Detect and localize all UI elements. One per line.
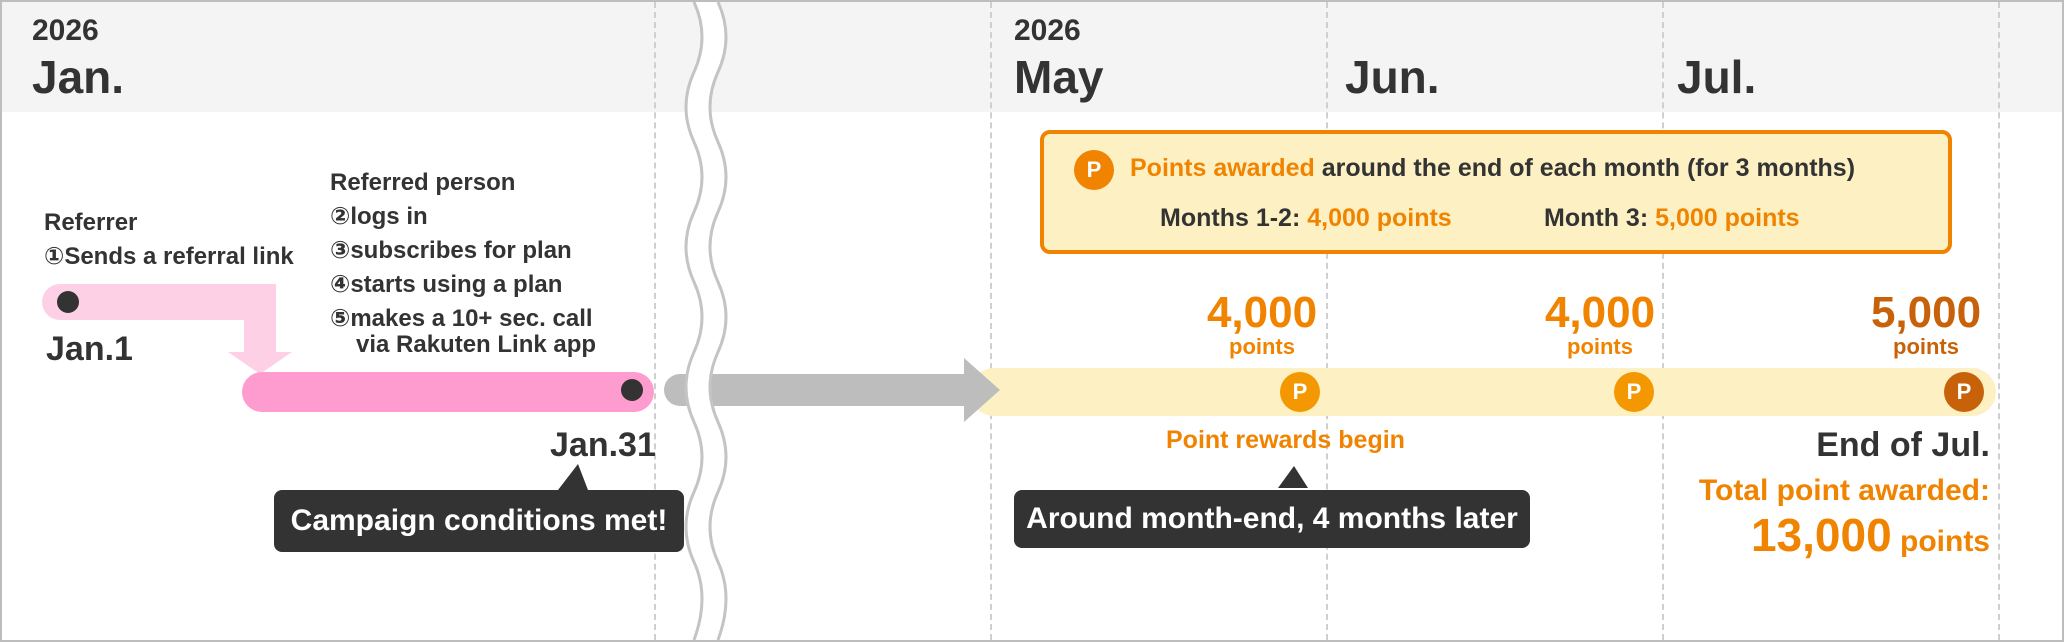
month-3-info: Month 3: 5,000 points <box>1544 204 1800 233</box>
points-info-box: P Points awarded around the end of each … <box>1040 130 1952 254</box>
divider-line <box>1998 2 2000 640</box>
reward-unit: points <box>1567 334 1633 359</box>
points-icon: P <box>1944 372 1984 412</box>
points-icon: P <box>1280 372 1320 412</box>
header-band <box>2 2 2062 112</box>
total-points-label: Total point awarded: <box>1698 474 1990 507</box>
months-12-value: 4,000 points <box>1307 204 1452 232</box>
campaign-period-bar <box>242 372 654 412</box>
total-points-unit: points <box>1891 525 1990 558</box>
gray-arrow <box>664 358 1000 422</box>
end-of-jul-label: End of Jul. <box>1816 426 1990 464</box>
timeline-break <box>686 2 726 640</box>
start-date-label: Jan.1 <box>46 330 133 368</box>
point-rewards-begin-label: Point rewards begin <box>1166 426 1405 454</box>
divider-line <box>654 2 656 640</box>
end-dot <box>621 379 643 401</box>
divider-line <box>1662 2 1664 640</box>
points-icon: P <box>1074 150 1114 190</box>
referrer-title: Referrer <box>44 209 138 236</box>
total-points-number: 13,000 <box>1750 509 1892 561</box>
month-label-jul: Jul. <box>1677 51 1757 103</box>
month-end-callout: Around month-end, 4 months later <box>1014 490 1530 548</box>
conditions-met-callout: Campaign conditions met! <box>274 490 684 552</box>
break-line-right <box>708 2 728 640</box>
month-label-may: May <box>1014 51 1104 103</box>
month-3-value: 5,000 points <box>1655 204 1800 232</box>
reward-unit: points <box>1229 334 1295 359</box>
reward-amount: 5,000 <box>1870 288 1982 337</box>
end-date-label: Jan.31 <box>550 426 656 464</box>
referred-step: ⑤makes a 10+ sec. call <box>330 305 593 332</box>
start-dot <box>57 291 79 313</box>
divider-line <box>1326 2 1328 640</box>
months-12-label: Months 1-2: <box>1160 204 1308 232</box>
referred-step: ④starts using a plan <box>330 271 563 298</box>
reward-unit: points <box>1893 334 1959 359</box>
divider-line <box>990 2 992 640</box>
referral-arrow <box>42 284 292 374</box>
info-highlight: Points awarded <box>1130 154 1315 182</box>
reward-amount: 4,000 <box>1544 288 1656 337</box>
referrer-step: ①Sends a referral link <box>44 243 294 270</box>
callout-tip <box>558 464 588 490</box>
month-3-label: Month 3: <box>1544 204 1656 232</box>
reward-amount: 4,000 <box>1206 288 1318 337</box>
year-label-left: 2026 <box>32 14 99 47</box>
break-line-left <box>684 2 704 640</box>
referred-title: Referred person <box>330 169 516 196</box>
info-headline-rest: around the end of each month (for 3 mont… <box>1314 154 1856 182</box>
points-icon: P <box>1614 372 1654 412</box>
info-headline: Points awarded around the end of each mo… <box>1130 154 1855 183</box>
referred-step-cont: via Rakuten Link app <box>356 331 597 358</box>
months-12-info: Months 1-2: 4,000 points <box>1160 204 1452 233</box>
referred-step: ②logs in <box>330 203 428 230</box>
month-label-jan: Jan. <box>32 51 125 103</box>
callout-tip <box>1278 466 1308 488</box>
reward-band <box>970 368 1996 416</box>
month-label-jun: Jun. <box>1345 51 1440 103</box>
year-label-right: 2026 <box>1014 14 1081 47</box>
referred-step: ③subscribes for plan <box>330 237 572 264</box>
total-points-value: 13,000 points <box>1751 508 1990 562</box>
